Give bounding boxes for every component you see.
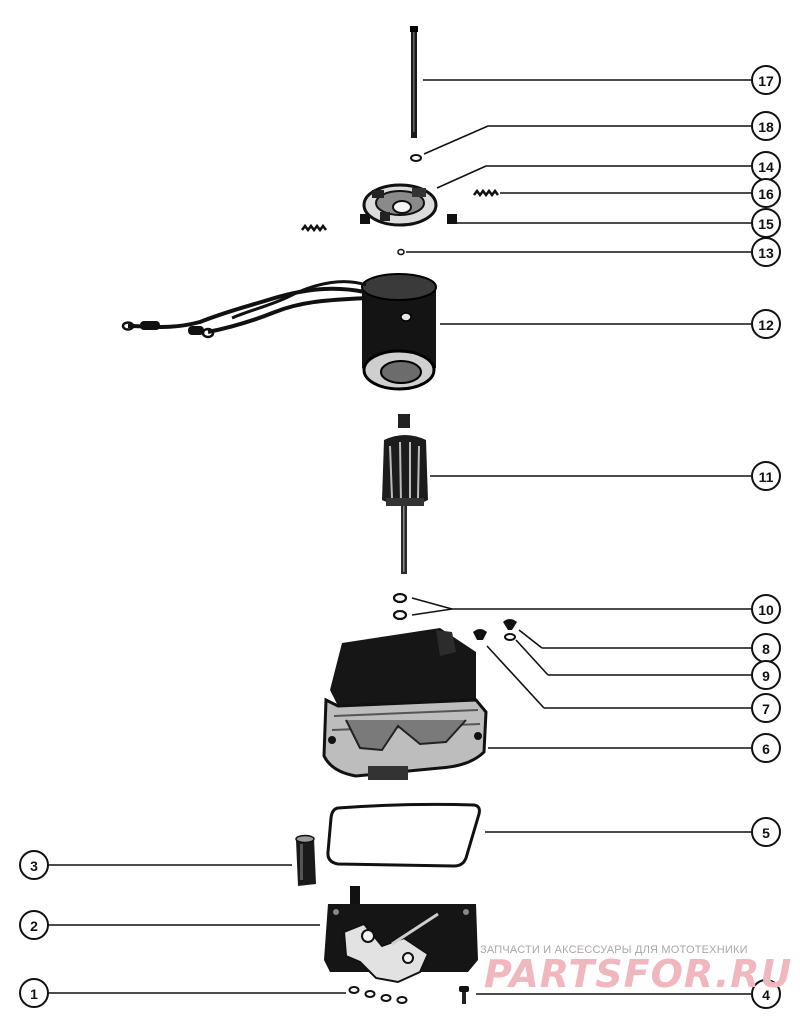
svg-text:1: 1 [30,986,38,1002]
svg-text:18: 18 [758,119,774,135]
svg-text:11: 11 [759,469,774,485]
part-11-armature [382,414,428,574]
svg-text:6: 6 [762,741,770,757]
callout-bubbles: 17 18 14 16 15 13 12 11 [19,65,781,1009]
svg-text:9: 9 [762,668,770,684]
part-18-washer [410,154,422,162]
callout-5: 5 [751,817,781,847]
callout-18: 18 [751,111,781,141]
callout-16: 16 [751,178,781,208]
part-7-plug [473,629,487,640]
svg-text:15: 15 [758,216,774,232]
svg-text:13: 13 [758,245,774,261]
callout-13: 13 [751,237,781,267]
callout-10: 10 [751,594,781,624]
callout-8: 8 [751,633,781,663]
part-9-washer [504,633,516,641]
part-10-thrust-washers [392,592,408,621]
callout-9: 9 [751,660,781,690]
part-4-screw [459,986,469,1004]
part-1-o-rings [348,986,408,1004]
part-14-brush-plate [360,183,457,227]
callout-1: 1 [19,978,49,1008]
svg-text:16: 16 [758,186,774,202]
part-16-brush-springs [301,188,499,233]
svg-text:8: 8 [762,641,770,657]
callout-17: 17 [751,65,781,95]
svg-text:12: 12 [758,317,774,333]
callout-15: 15 [751,208,781,238]
svg-text:5: 5 [762,825,770,841]
svg-text:10: 10 [758,602,774,618]
callout-4: 4 [751,979,781,1009]
svg-text:4: 4 [762,987,770,1003]
callout-14: 14 [751,151,781,181]
callout-11: 11 [751,461,781,491]
part-8-seal [503,619,517,630]
callout-2: 2 [19,910,49,940]
svg-text:7: 7 [762,701,770,717]
callout-3: 3 [19,850,49,880]
part-5-gasket [326,802,481,868]
callout-6: 6 [751,733,781,763]
leader-lines [48,79,752,995]
svg-text:2: 2 [30,918,38,934]
part-12-field-frame [121,273,437,391]
part-13-small-washer [397,248,405,256]
callout-12: 12 [751,309,781,339]
svg-text:17: 17 [758,73,774,89]
part-2-end-plate [324,886,478,984]
watermark-tagline: ЗАПЧАСТИ И АКСЕССУАРЫ ДЛЯ МОТОТЕХНИКИ [480,944,748,956]
svg-text:14: 14 [758,159,774,175]
svg-text:3: 3 [30,858,38,874]
watermark-logo: PARTSFOR.RU [484,952,793,996]
part-3-bushing [295,834,316,886]
part-6-base-housing [322,628,488,780]
callout-7: 7 [751,693,781,723]
part-17-through-bolt [410,26,418,138]
